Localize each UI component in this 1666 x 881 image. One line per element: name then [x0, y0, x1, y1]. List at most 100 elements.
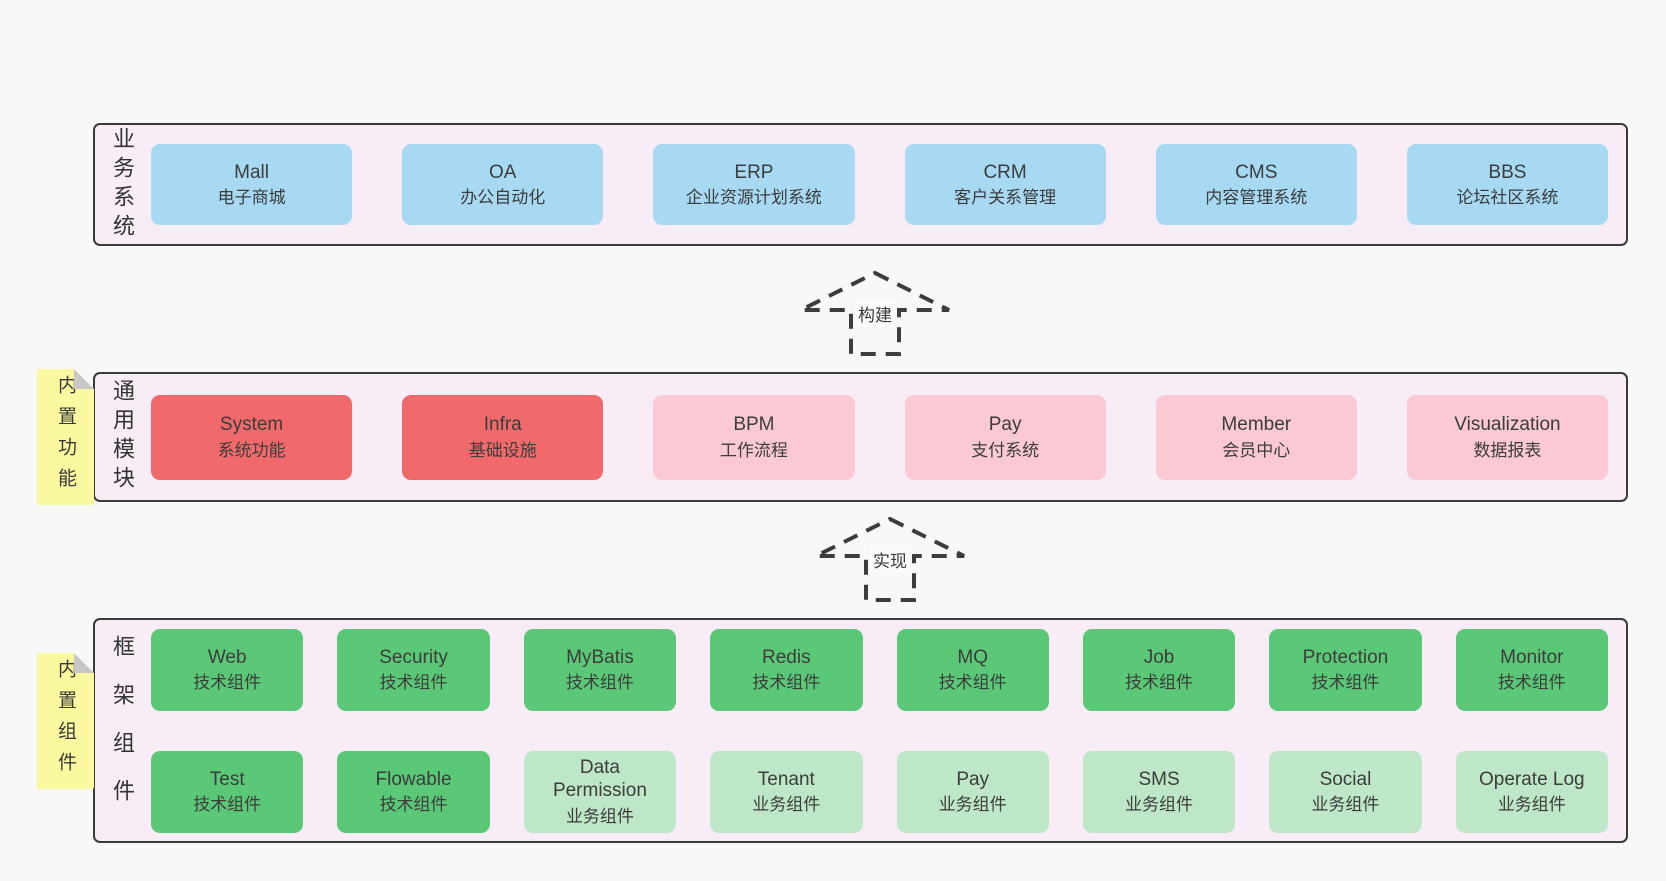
box-subtitle: 支付系统 [971, 440, 1040, 460]
box-subtitle: 业务组件 [752, 795, 821, 815]
box-title: SMS [1138, 768, 1180, 790]
box-title: BPM [733, 414, 775, 435]
box-subtitle: 内容管理系统 [1205, 188, 1308, 208]
box-data-permission: Data Permission 业务组件 [523, 750, 677, 833]
box-title: Redis [762, 646, 811, 668]
box-subtitle: 业务组件 [1497, 795, 1566, 815]
arrow-label: 实现 [870, 546, 910, 573]
box-social: Social 业务组件 [1269, 750, 1422, 833]
box-protection: Protection 技术组件 [1269, 628, 1422, 711]
dashed-up-arrow-icon [815, 516, 965, 602]
box-title: Pay [988, 414, 1022, 435]
dashed-up-arrow-icon [800, 270, 950, 356]
box-tenant: Tenant 业务组件 [710, 750, 863, 833]
box-subtitle: 技术组件 [1497, 673, 1566, 693]
box-title: Social [1319, 768, 1372, 790]
box-bbs: BBS 论坛社区系统 [1406, 144, 1609, 225]
box-title: Member [1221, 414, 1292, 435]
box-cms: CMS 内容管理系统 [1155, 144, 1357, 225]
box-subtitle: 技术组件 [193, 673, 262, 693]
box-subtitle: 技术组件 [379, 673, 448, 693]
arrow-label: 构建 [855, 300, 895, 327]
box-title: Test [209, 768, 245, 790]
box-subtitle: 业务组件 [565, 807, 634, 827]
box-title: Web [207, 646, 247, 668]
box-redis: Redis 技术组件 [710, 628, 863, 711]
box-subtitle: 技术组件 [379, 795, 448, 815]
box-title: CRM [983, 161, 1027, 183]
box-mybatis: MyBatis 技术组件 [523, 628, 677, 711]
box-subtitle: 技术组件 [1311, 673, 1380, 693]
box-subtitle: 系统功能 [217, 440, 286, 460]
box-title: OA [489, 161, 517, 183]
box-pay-component: Pay 业务组件 [896, 750, 1049, 833]
box-infra: Infra 基础设施 [402, 394, 604, 480]
box-oa: OA 办公自动化 [402, 144, 604, 225]
box-title: ERP [734, 161, 774, 183]
box-visualization: Visualization 数据报表 [1406, 394, 1609, 480]
components-row-2: Test 技术组件 Flowable 技术组件 Data Permission … [151, 742, 1608, 841]
box-mq: MQ 技术组件 [896, 628, 1049, 711]
section-label: 框架组件 [110, 634, 135, 827]
section-label: 业务系统 [110, 126, 135, 243]
box-title: Tenant [757, 768, 815, 790]
box-pay-system: Pay 支付系统 [904, 394, 1106, 480]
box-subtitle: 电子商城 [217, 188, 286, 208]
box-subtitle: 业务组件 [1311, 795, 1380, 815]
sticky-note-builtin-features: 内置功能 [37, 369, 94, 505]
box-title: Operate Log [1478, 768, 1585, 790]
box-title: Security [379, 646, 448, 668]
box-web: Web 技术组件 [151, 628, 304, 711]
box-test: Test 技术组件 [151, 750, 304, 833]
box-title: System [219, 414, 284, 435]
box-title: Job [1143, 646, 1175, 668]
box-subtitle: 企业资源计划系统 [685, 188, 822, 208]
modules-boxes-row: System 系统功能 Infra 基础设施 BPM 工作流程 Pay 支付系统… [141, 374, 1626, 500]
box-title: Pay [956, 768, 990, 790]
box-title: Monitor [1500, 646, 1564, 668]
box-title: BBS [1488, 161, 1527, 183]
box-job: Job 技术组件 [1082, 628, 1236, 711]
box-title: MyBatis [566, 646, 634, 668]
box-subtitle: 技术组件 [752, 673, 821, 693]
box-title: CMS [1235, 161, 1278, 183]
box-title: Data Permission [552, 756, 647, 802]
box-subtitle: 论坛社区系统 [1456, 188, 1559, 208]
box-subtitle: 业务组件 [938, 795, 1007, 815]
box-flowable: Flowable 技术组件 [337, 750, 490, 833]
box-title: Infra [483, 414, 522, 435]
box-title: Protection [1302, 646, 1389, 668]
box-crm: CRM 客户关系管理 [904, 144, 1106, 225]
box-sms: SMS 业务组件 [1082, 750, 1236, 833]
box-subtitle: 客户关系管理 [954, 188, 1057, 208]
box-member: Member 会员中心 [1155, 394, 1357, 480]
box-subtitle: 业务组件 [1125, 795, 1194, 815]
box-title: MQ [957, 646, 988, 668]
box-subtitle: 技术组件 [565, 673, 634, 693]
box-subtitle: 技术组件 [938, 673, 1007, 693]
section-common-modules: 通用模块 System 系统功能 Infra 基础设施 BPM 工作流程 Pay… [93, 372, 1628, 502]
box-bpm: BPM 工作流程 [653, 394, 855, 480]
box-subtitle: 技术组件 [193, 795, 262, 815]
box-mall: Mall 电子商城 [151, 144, 353, 225]
box-security: Security 技术组件 [337, 628, 490, 711]
sticky-note-builtin-components: 内置组件 [37, 653, 94, 789]
box-title: Flowable [375, 768, 452, 790]
section-framework-components: 框架组件 Web 技术组件 Security 技术组件 MyBatis 技术组件… [93, 618, 1628, 843]
components-row-1: Web 技术组件 Security 技术组件 MyBatis 技术组件 Redi… [151, 620, 1608, 719]
box-erp: ERP 企业资源计划系统 [653, 144, 855, 225]
box-subtitle: 办公自动化 [460, 188, 546, 208]
business-boxes-row: Mall 电子商城 OA 办公自动化 ERP 企业资源计划系统 CRM 客户关系… [141, 125, 1626, 244]
box-title: Visualization [1454, 414, 1561, 435]
box-subtitle: 基础设施 [468, 440, 537, 460]
components-rows: Web 技术组件 Security 技术组件 MyBatis 技术组件 Redi… [141, 620, 1626, 841]
box-subtitle: 技术组件 [1125, 673, 1194, 693]
box-system: System 系统功能 [151, 394, 353, 480]
arrow-implement: 实现 [810, 512, 970, 604]
box-monitor: Monitor 技术组件 [1455, 628, 1608, 711]
box-subtitle: 工作流程 [719, 440, 788, 460]
box-subtitle: 数据报表 [1473, 440, 1542, 460]
box-title: Mall [234, 161, 269, 183]
section-business-systems: 业务系统 Mall 电子商城 OA 办公自动化 ERP 企业资源计划系统 CRM… [93, 123, 1628, 246]
box-subtitle: 会员中心 [1222, 440, 1291, 460]
